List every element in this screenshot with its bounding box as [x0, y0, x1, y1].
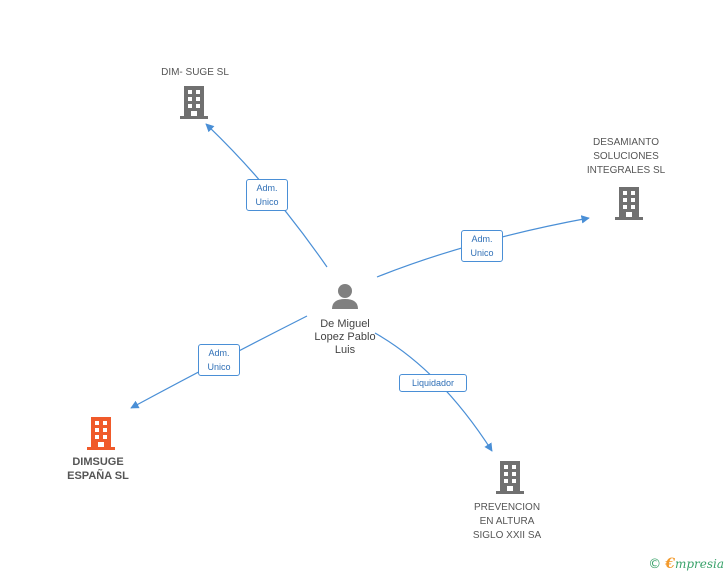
edge-label-desamianto: Adm. Unico [461, 230, 503, 262]
building-icon-dim-suge[interactable] [180, 86, 208, 119]
company-label-dim-suge[interactable]: DIM- SUGE SL [161, 67, 229, 78]
empresia-logo: ©€mpresia [648, 556, 724, 572]
company-label-dimsuge-espana[interactable]: DIMSUGE ESPAÑA SL [67, 456, 129, 482]
copyright-symbol: © [648, 557, 662, 572]
brand-initial: € [665, 556, 675, 572]
building-icon-desamianto[interactable] [615, 187, 643, 220]
company-label-desamianto[interactable]: DESAMIANTO SOLUCIONES INTEGRALES SL [586, 137, 666, 176]
edge-label-dimsuge-espana: Adm. Unico [198, 344, 240, 376]
person-label[interactable]: De Miguel Lopez Pablo Luis [314, 318, 376, 356]
brand-name: mpresia [674, 557, 724, 571]
edge-label-prevencion: Liquidador [399, 374, 467, 392]
edge-label-dim-suge: Adm. Unico [246, 179, 288, 211]
company-label-prevencion[interactable]: PREVENCION EN ALTURA SIGLO XXII SA [472, 502, 542, 541]
edge-to-prevencion [374, 332, 493, 452]
building-icon-dimsuge-espana[interactable] [87, 417, 115, 450]
person-icon[interactable] [332, 284, 358, 309]
building-icon-prevencion[interactable] [496, 461, 524, 494]
